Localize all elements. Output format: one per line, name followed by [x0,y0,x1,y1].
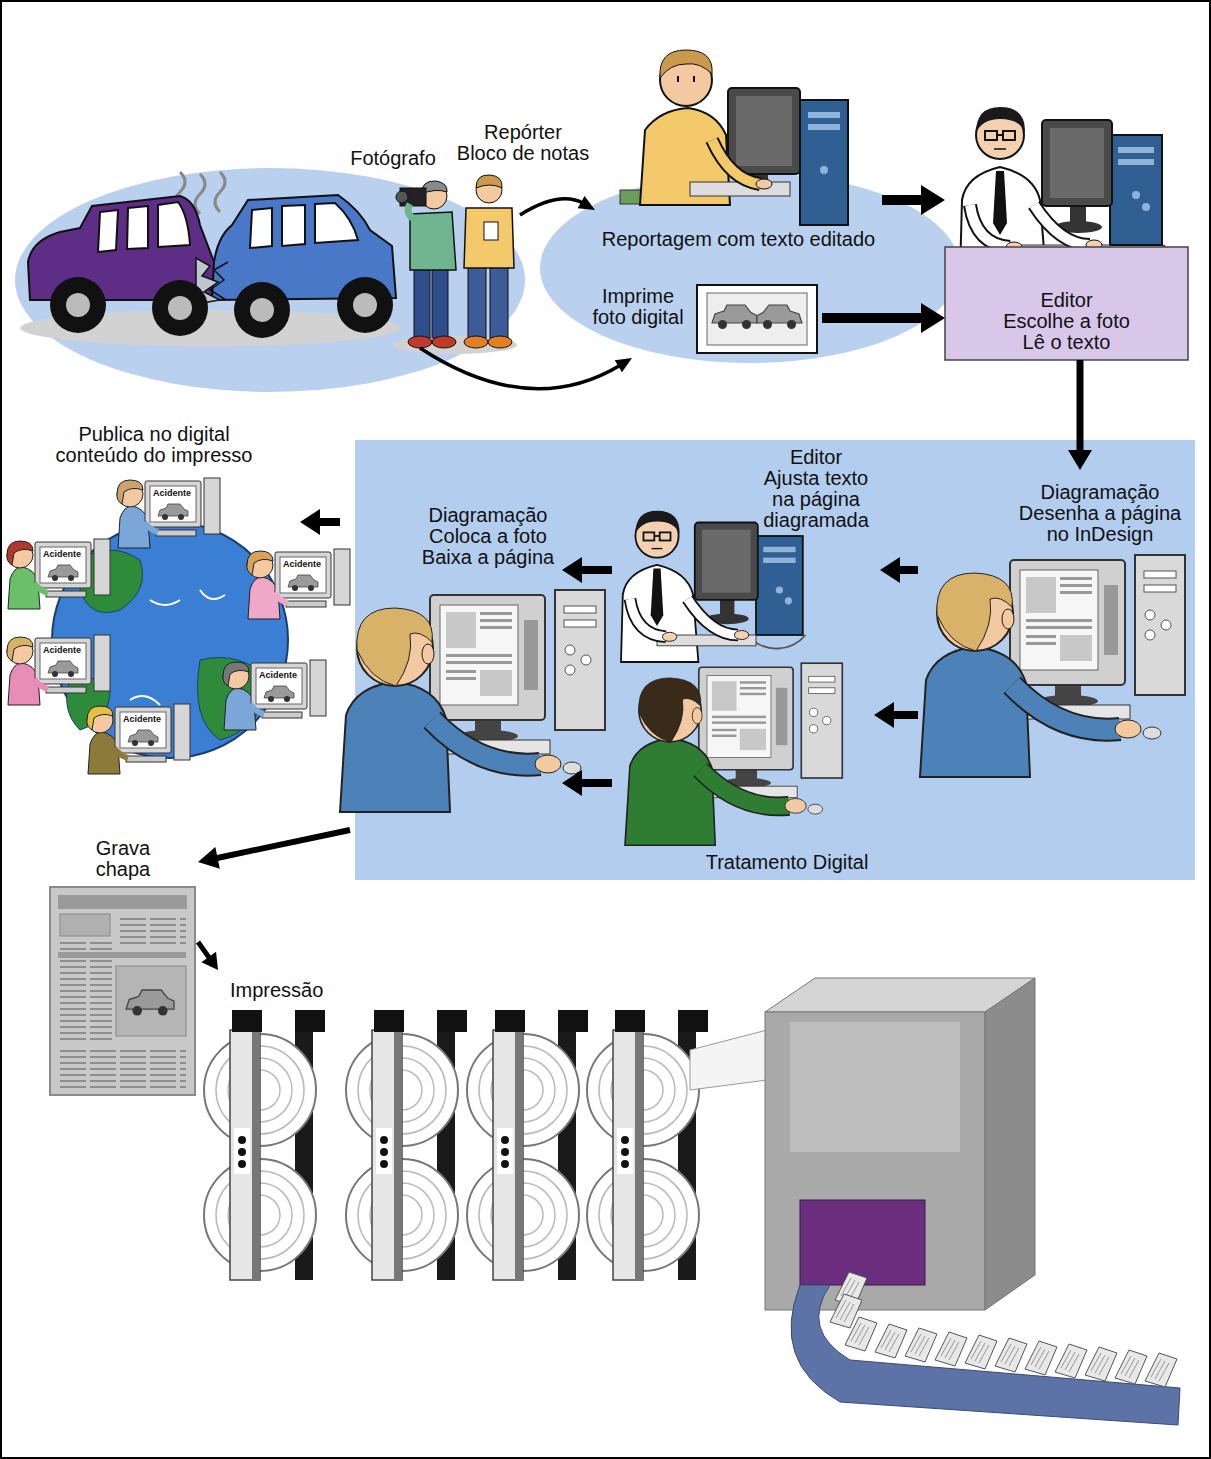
printing-plate: Grava chapa [48,836,198,1098]
node-label: Diagramação [1005,482,1195,503]
node-label: Ajusta texto na página diagramada [757,468,875,531]
arrow-head [300,509,320,535]
arrow-head [921,185,945,215]
arrow-line [520,199,584,215]
node-label: Editor [757,447,875,468]
layout-station: DiagramaçãoDesenha a página no InDesign [918,470,1198,722]
node-label: Repórter [448,122,598,143]
node-label: Desenha a página no InDesign [1005,503,1195,545]
arrow-line [420,348,621,389]
screen-caption: Acidente [259,670,297,680]
node-label: Coloca a foto Baixa a página [415,526,561,568]
flow-arrow [198,830,350,869]
node-label: Grava chapa [83,838,163,880]
screen-caption: Acidente [153,488,191,498]
flow-arrow [874,702,918,728]
arrow-line [890,711,918,719]
screen-caption: Acidente [123,714,161,724]
arrow-line [198,942,211,960]
screen-caption: Acidente [43,645,81,655]
node-label: Bloco de notas [448,143,598,164]
editor-station: EditorAjusta texto na página diagramada [612,445,880,655]
screen-caption: Acidente [283,559,321,569]
printed-photo: Imprime foto digital [588,282,822,358]
arrow-head [562,557,582,583]
node-label: Imprime foto digital [588,286,688,328]
arrow-head [921,303,945,333]
node-label: Publica no digital conteúdo do impresso [54,424,254,466]
node-label: Diagramação [415,505,561,526]
node-label: Tratamento Digital [700,852,874,873]
node-label: Reportagem com texto editado [595,229,882,250]
arrow-head [615,358,632,372]
node-label: Impressão [230,980,350,1001]
online-readers: Publica no digital conteúdo do impresso [8,420,300,800]
reporter-figure: RepórterBloco de notas [458,170,520,348]
editor-desk: EditorEscolhe a foto Lê o texto [945,95,1188,360]
arrow-head [880,557,900,583]
arrow-line [578,779,612,787]
flow-arrow [520,196,595,215]
node-label: Escolhe a foto Lê o texto [996,311,1137,353]
layout-station: DiagramaçãoColoca a foto Baixa a página [340,500,562,830]
node-label: Editor [945,290,1188,311]
flow-arrow [300,509,340,535]
flow-arrow [198,942,218,970]
arrow-head [562,770,582,796]
arrow-head [1068,450,1092,470]
flow-arrow [880,557,918,583]
arrow-head [874,702,894,728]
flow-arrow [822,303,945,333]
node-label: Fotógrafo [346,148,440,169]
arrow-line [214,830,350,859]
arrow-line [882,195,926,205]
arrow-line [578,566,612,574]
arrow-line [1077,360,1084,454]
arrow-head [198,847,220,869]
arrow-head [201,952,218,970]
flow-arrow [562,770,612,796]
printing-press: Impressão [200,970,1190,1430]
flow-arrow [562,557,612,583]
screen-caption: Acidente [43,549,81,559]
report-station: Reportagem com texto editado [595,45,882,255]
arrow-head [578,196,595,210]
arrow-line [822,313,926,323]
flow-arrow [882,185,945,215]
photographer-figure: Fotógrafo [392,175,460,348]
flow-arrow [1068,360,1092,470]
flow-arrow [420,348,632,389]
retouch-station: Tratamento Digital [612,658,874,880]
